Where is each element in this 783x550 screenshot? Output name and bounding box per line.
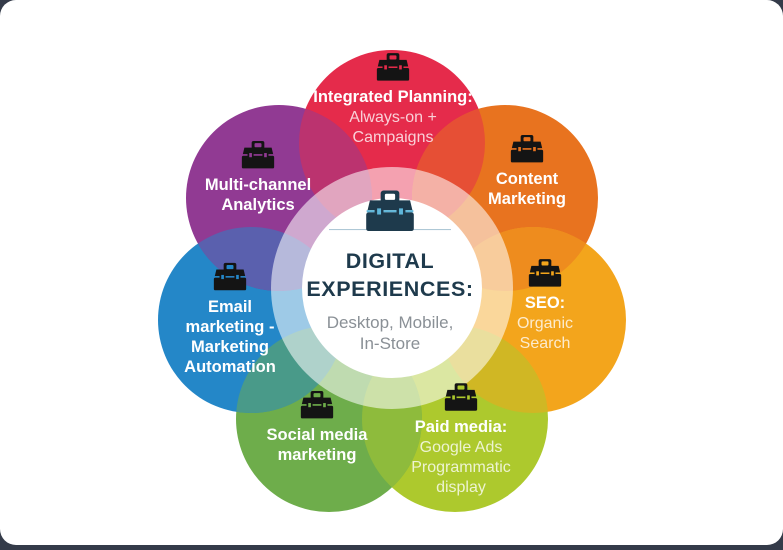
petal-overlap-social-email <box>236 326 344 413</box>
center-circle <box>302 198 482 378</box>
petal-overlap-seo-paid <box>440 326 548 413</box>
petal-overlap-planning-content <box>412 105 485 236</box>
